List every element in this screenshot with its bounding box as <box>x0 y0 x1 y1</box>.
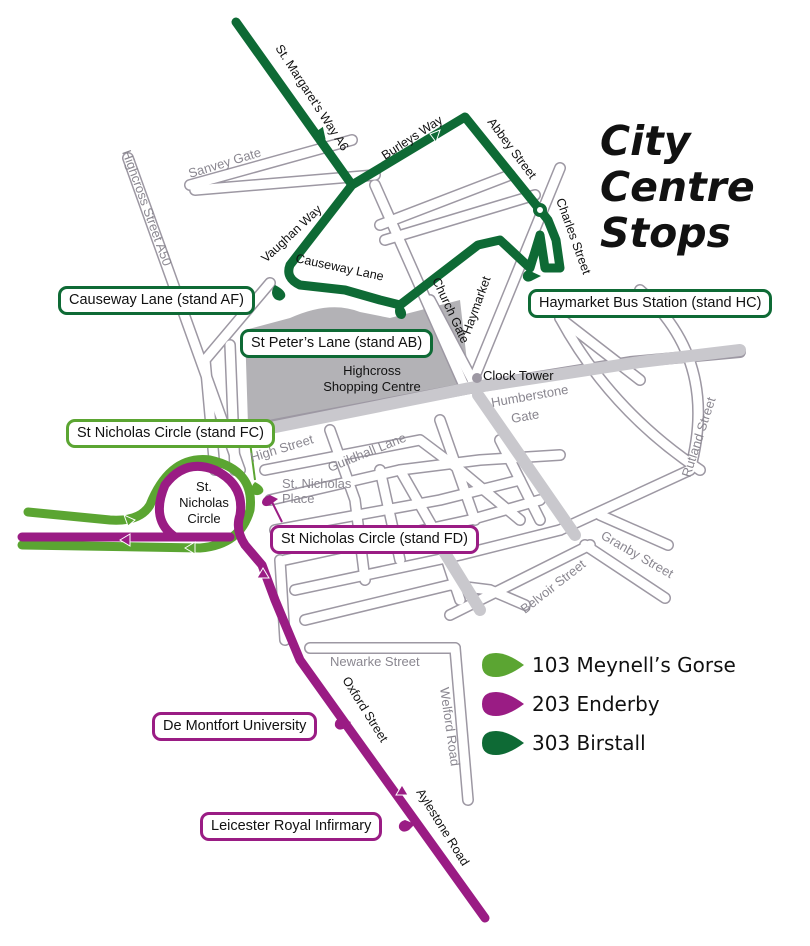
st-nicholas-circle-label-2: Nicholas <box>179 495 229 510</box>
stop-pin-haymarket[interactable] <box>522 270 541 282</box>
street-haymarket: Haymarket <box>460 274 494 336</box>
clock-tower-label: Clock Tower <box>483 368 554 383</box>
title-line-3: Stops <box>600 209 732 257</box>
route-203-path <box>17 461 490 923</box>
stop-label-causeway-lane[interactable]: Causeway Lane (stand AF) <box>58 286 255 315</box>
stop-label-royal-infirmary[interactable]: Leicester Royal Infirmary <box>200 812 383 841</box>
street-highcross: Highcross Street A50 <box>119 148 175 268</box>
legend-item-303: 303 Birstall <box>480 723 736 762</box>
highcross-label-1: Highcross <box>343 363 401 378</box>
street-st-nicholas-place: St. Nicholas <box>282 476 352 491</box>
stop-pin-causeway-lane[interactable] <box>272 285 286 301</box>
route-303-pin-icon <box>482 730 524 755</box>
route-legend: 103 Meynell’s Gorse 203 Enderby 303 Birs… <box>480 645 736 762</box>
street-causeway-lane: Causeway Lane <box>294 251 385 283</box>
stop-label-st-nicholas-fc[interactable]: St Nicholas Circle (stand FC) <box>66 419 275 448</box>
legend-item-103: 103 Meynell’s Gorse <box>480 645 736 684</box>
stop-label-de-montfort[interactable]: De Montfort University <box>152 712 318 741</box>
highcross-label-2: Shopping Centre <box>323 379 421 394</box>
landmark-labels: Highcross Shopping Centre Clock Tower St… <box>179 363 554 526</box>
legend-label-203: 203 Enderby <box>532 691 660 716</box>
stop-pin-st-nicholas-fd[interactable] <box>262 495 278 507</box>
stop-pin-st-peters-lane[interactable] <box>395 302 407 319</box>
street-st-nicholas-place-2: Place <box>282 491 315 506</box>
title-line-2: Centre <box>600 163 755 211</box>
route-arrows <box>119 126 441 796</box>
route-103-pin-icon <box>482 652 524 677</box>
street-oxford-street: Oxford Street <box>339 674 391 745</box>
stop-label-st-peters-lane[interactable]: St Peter’s Lane (stand AB) <box>240 329 434 358</box>
stop-pin-st-nicholas-fc[interactable] <box>251 482 264 496</box>
stop-pin-de-montfort[interactable] <box>334 718 351 730</box>
legend-label-103: 103 Meynell’s Gorse <box>532 652 736 677</box>
street-newarke-street: Newarke Street <box>330 654 420 669</box>
clock-tower-marker <box>472 373 482 383</box>
stop-label-haymarket-bus-station[interactable]: Haymarket Bus Station (stand HC) <box>528 289 773 318</box>
stop-label-st-nicholas-fd[interactable]: St Nicholas Circle (stand FD) <box>270 525 479 554</box>
stop-pin-royal-infirmary[interactable] <box>398 820 415 832</box>
legend-label-303: 303 Birstall <box>532 730 646 755</box>
route-203-pin-icon <box>482 691 524 716</box>
title-line-1: City <box>600 117 691 165</box>
route-303-path <box>231 17 565 310</box>
st-nicholas-circle-label-3: Circle <box>187 511 220 526</box>
legend-item-203: 203 Enderby <box>480 684 736 723</box>
map-title: City Centre Stops <box>600 118 755 256</box>
street-humberstone-gate-2: Gate <box>510 406 540 426</box>
stop-pins <box>251 270 541 832</box>
st-nicholas-circle-label-1: St. <box>196 479 212 494</box>
